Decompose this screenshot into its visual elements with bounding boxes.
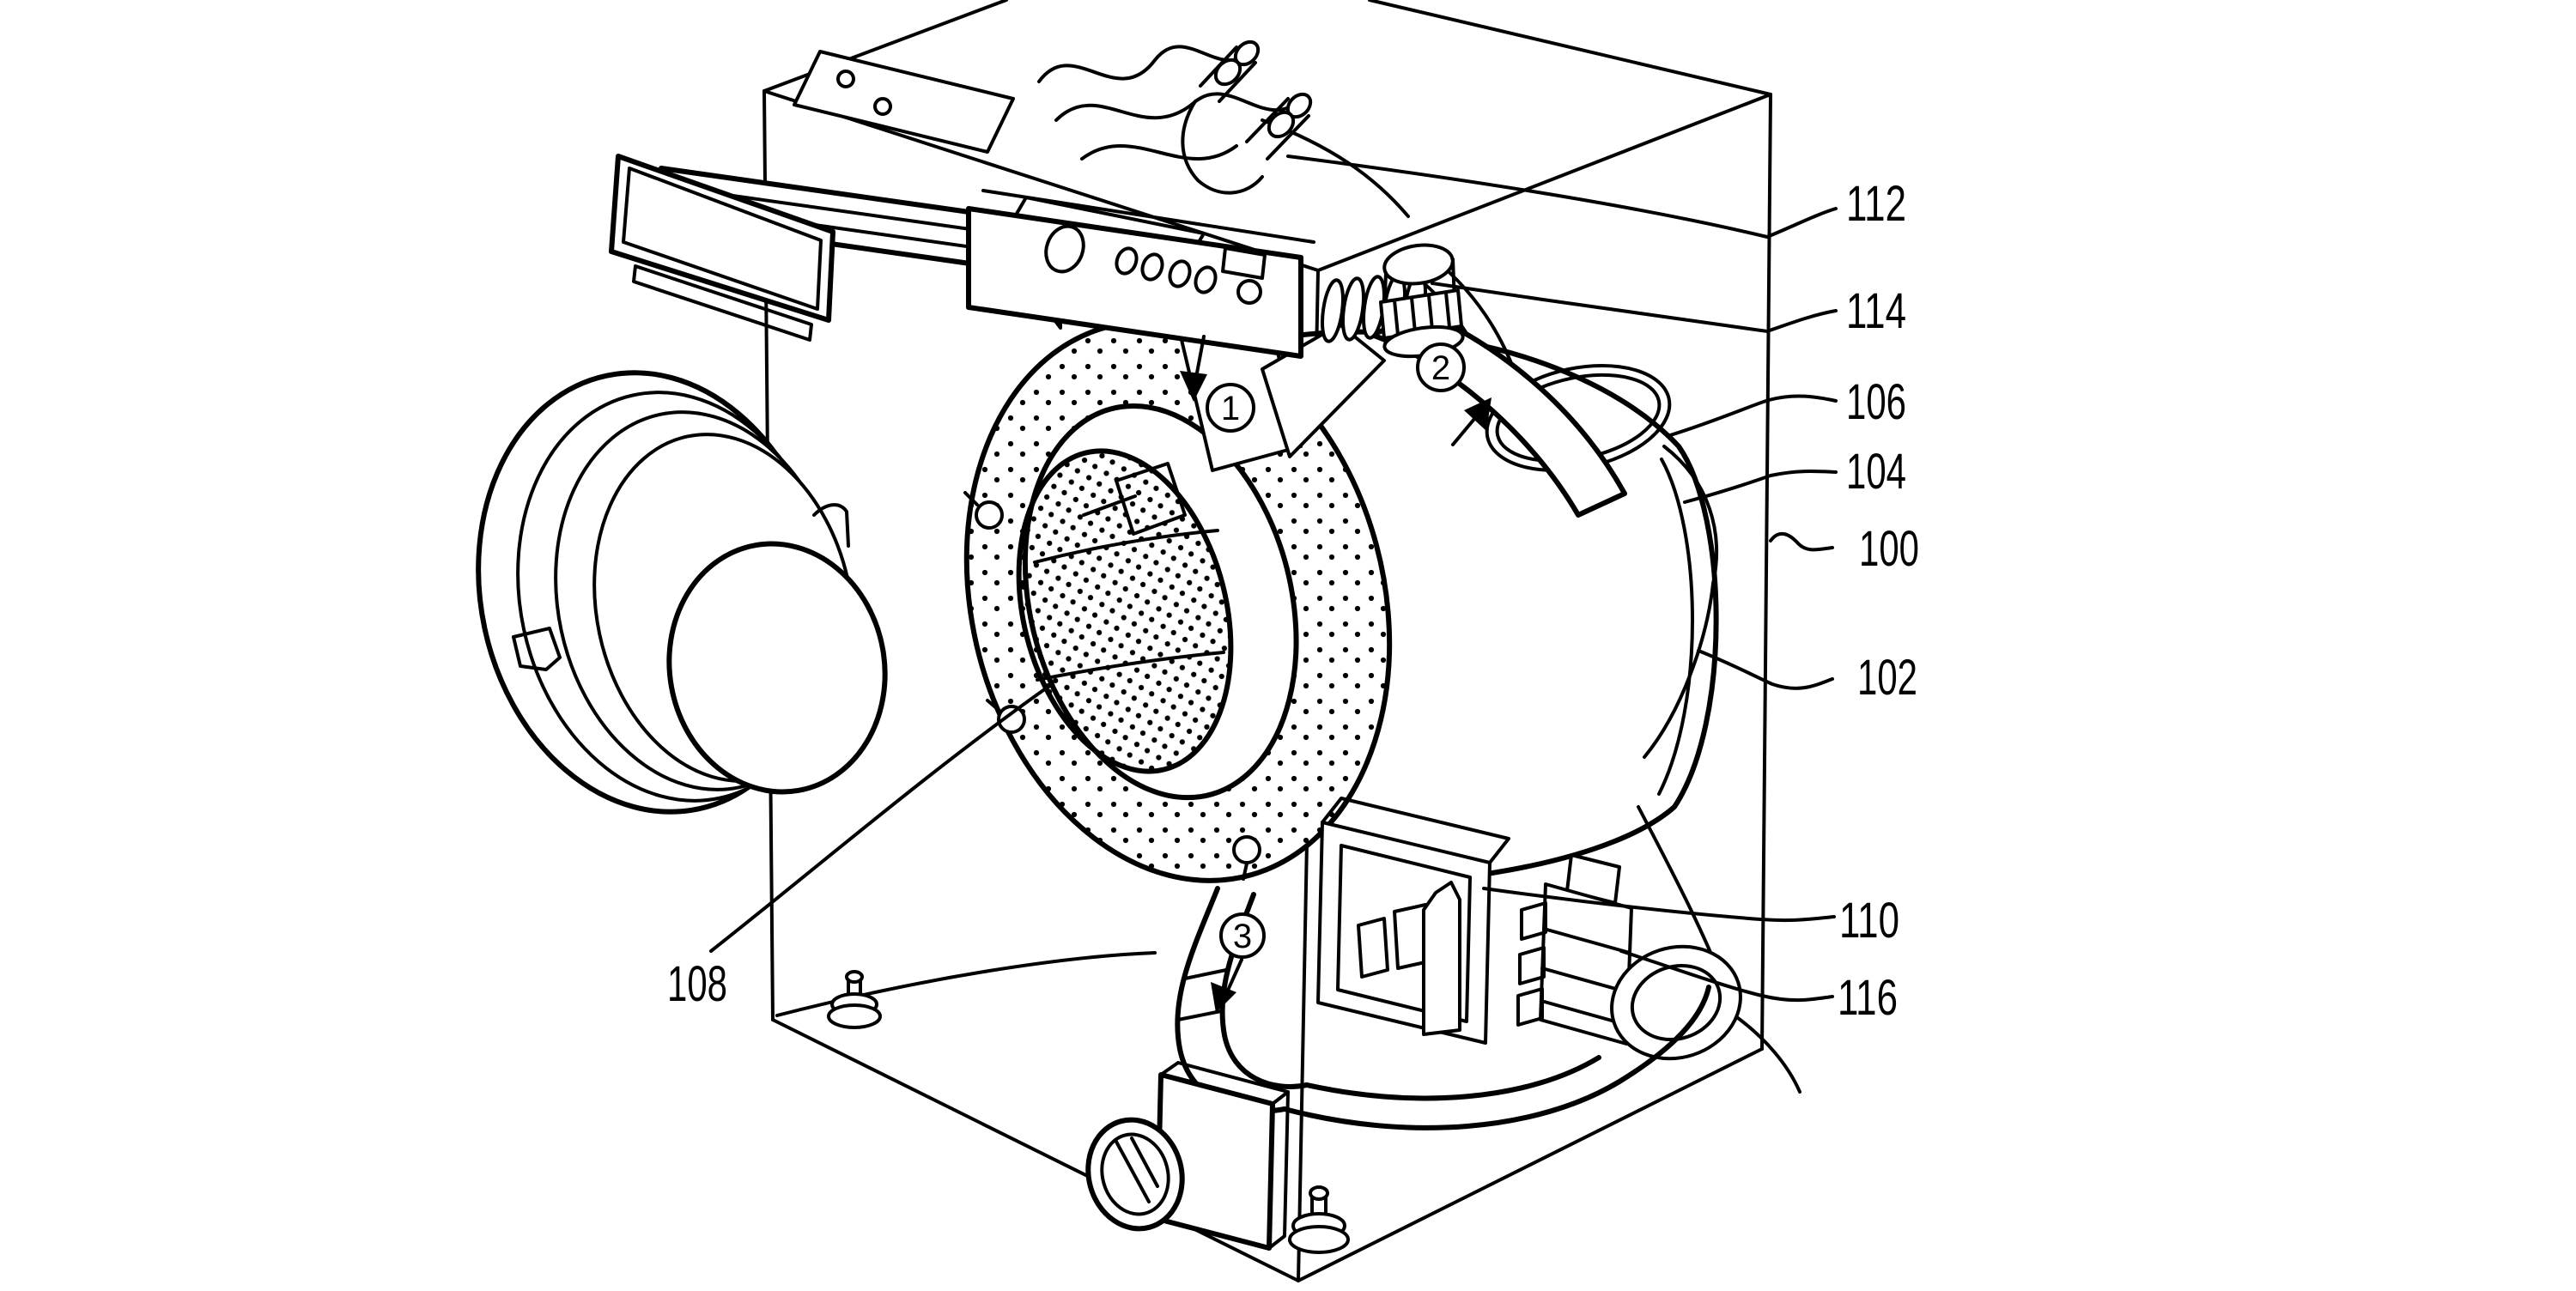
cabinet-bottom-right-edge xyxy=(1297,1047,1764,1282)
step-marker-3: 3 xyxy=(1211,912,1266,1013)
drum-lifter-line-1 xyxy=(1033,529,1219,564)
ref-label-114: 114 xyxy=(1846,283,1906,339)
bottle-part xyxy=(1422,881,1461,1036)
drawer-front-inner xyxy=(622,167,823,311)
step-1-number: 1 xyxy=(1221,390,1240,427)
cabinet-top-back-left-edge xyxy=(762,0,1008,93)
perforated-drum xyxy=(1016,448,1234,774)
cabinet-right-edge xyxy=(1760,93,1772,1051)
pressure-switch xyxy=(1516,853,1742,1061)
panel-round-button xyxy=(1236,279,1262,305)
door-glass-bowl xyxy=(666,541,888,795)
leader-116 xyxy=(1619,949,1834,1003)
inlet-valve-cap xyxy=(1379,243,1465,359)
ref-label-104: 104 xyxy=(1846,444,1906,500)
panel-button-2 xyxy=(1140,252,1164,282)
ref-label-110: 110 xyxy=(1839,893,1899,949)
drum-lifter-line-2 xyxy=(1036,651,1225,682)
water-inlet-nozzles xyxy=(1181,39,1313,195)
mounting-plate xyxy=(793,50,1015,154)
cabinet-bottom-left-edge xyxy=(771,1018,1300,1282)
cabinet-top-back-right-edge xyxy=(1368,0,1772,96)
ref-label-116: 116 xyxy=(1838,970,1898,1026)
ref-label-112: 112 xyxy=(1846,176,1906,232)
step-2-circle xyxy=(1416,342,1466,392)
shipping-bolts xyxy=(963,491,1261,881)
switch-fins xyxy=(1516,901,1547,1027)
step-3-arrow-head xyxy=(1211,982,1236,1013)
ref-label-106: 106 xyxy=(1846,374,1906,430)
panel-button-4 xyxy=(1194,265,1218,294)
leveling-foot-front xyxy=(1288,1185,1350,1254)
drawer-handle-slot xyxy=(632,264,813,342)
leader-lines xyxy=(709,155,1838,1003)
leader-110 xyxy=(1482,887,1836,923)
panel-display xyxy=(1221,246,1267,280)
filter-cap-slots xyxy=(1115,1136,1159,1203)
tub-assembly xyxy=(963,288,1736,1015)
leader-102 xyxy=(1697,649,1834,690)
step-1-circle xyxy=(1206,383,1255,433)
door-hinge-tab xyxy=(512,627,562,671)
ref-label-102: 102 xyxy=(1857,650,1917,706)
drawer-front-panel xyxy=(609,154,835,323)
step-3-circle xyxy=(1219,912,1266,959)
step-3-number: 3 xyxy=(1233,918,1252,955)
hose-down-right xyxy=(1643,445,1719,759)
step-1-arrow-head xyxy=(1180,371,1207,402)
heater-bracket xyxy=(1316,797,1510,1045)
cabinet-top-front-right-edge xyxy=(1316,93,1772,272)
tub-end-rim xyxy=(1657,458,1694,796)
reference-labels: 112 114 106 104 100 102 110 116 108 xyxy=(667,176,1919,1026)
step-3-arrow-line xyxy=(1224,958,1243,996)
ref-label-108: 108 xyxy=(667,956,727,1012)
panel-button-1 xyxy=(1115,246,1139,276)
step-2-arrow-head xyxy=(1464,397,1492,431)
panel-button-3 xyxy=(1168,259,1192,288)
control-panel xyxy=(966,189,1315,359)
leveling-foot-left xyxy=(827,970,882,1029)
leader-104 xyxy=(1683,469,1838,504)
panel-knob xyxy=(1044,224,1085,274)
cabinet-wireframe xyxy=(762,0,1772,1282)
step-marker-1: 1 xyxy=(1180,335,1255,433)
leader-108 xyxy=(709,687,1048,953)
drain-hose-out xyxy=(1736,1016,1801,1094)
door-handle-hook xyxy=(812,503,850,548)
door-assembly xyxy=(476,370,888,815)
step-2-number: 2 xyxy=(1431,349,1450,387)
connector-block-1 xyxy=(1357,917,1389,979)
ref-label-100: 100 xyxy=(1859,521,1919,577)
drain-pump xyxy=(1085,1061,1290,1251)
step-marker-2: 2 xyxy=(1416,342,1492,446)
leader-114 xyxy=(1431,282,1838,334)
leader-106 xyxy=(1666,394,1838,438)
panel-top-chamfer xyxy=(981,189,1315,244)
gasket-stipple xyxy=(966,322,1390,881)
leader-100 xyxy=(1769,531,1834,552)
leader-112 xyxy=(1286,155,1838,239)
